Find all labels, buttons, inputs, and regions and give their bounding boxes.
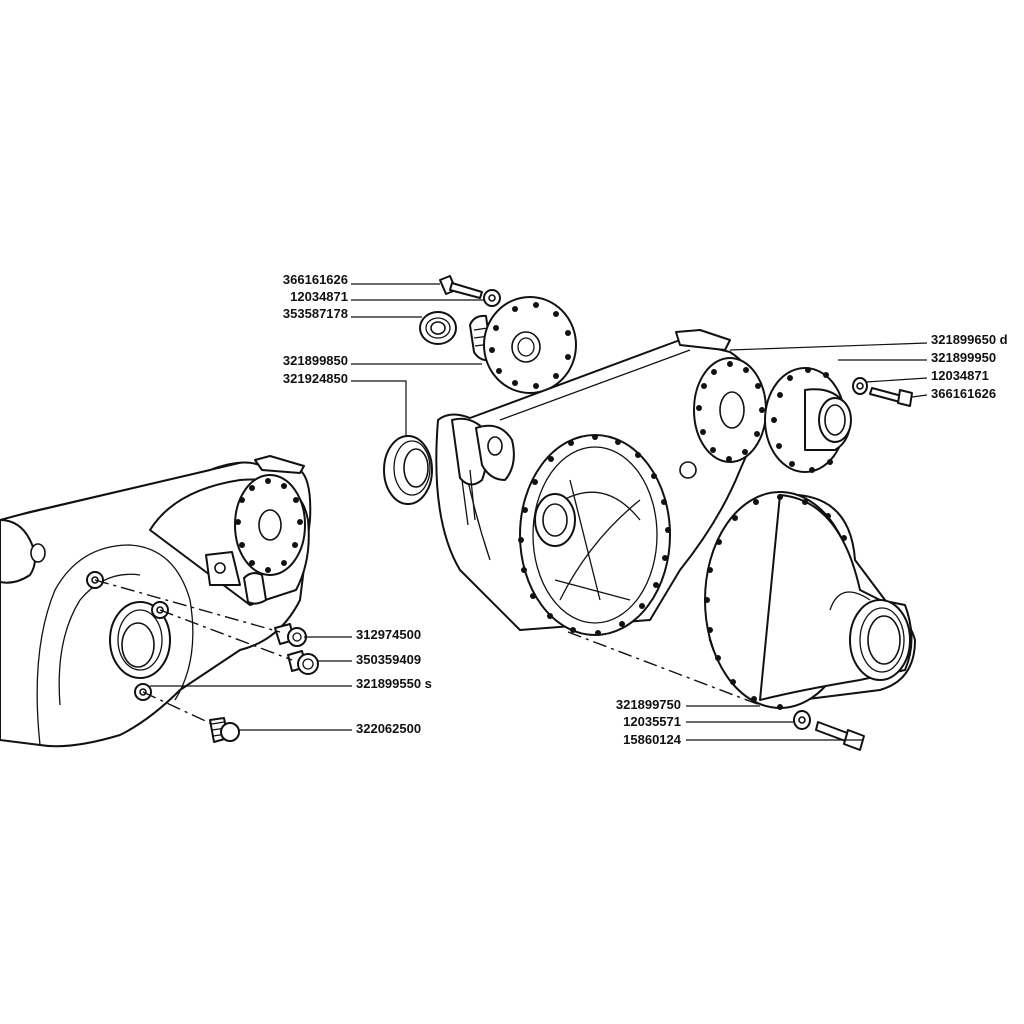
cover-axis-line	[567, 631, 761, 706]
bearing-353587178	[419, 311, 457, 345]
label-321899850: 321899850	[283, 353, 348, 368]
label-366161626-right: 366161626	[931, 386, 996, 401]
label-350359409: 350359409	[356, 652, 421, 667]
part-number-labels: 366161626 12034871 353587178 321899850 3…	[283, 272, 1008, 747]
label-15860124: 15860124	[623, 732, 682, 747]
left-axis-line-2	[159, 609, 293, 661]
flange-hub-321899950	[764, 367, 852, 473]
leader-lines	[150, 283, 928, 741]
label-12034871-right: 12034871	[931, 368, 989, 383]
label-312974500: 312974500	[356, 627, 421, 642]
label-12035571: 12035571	[623, 714, 681, 729]
flange-cover-321899850	[469, 296, 577, 394]
label-322062500: 322062500	[356, 721, 421, 736]
left-housing-bearing-bore	[109, 601, 171, 679]
center-housing-side-flange	[693, 357, 767, 463]
label-321899950: 321899950	[931, 350, 996, 365]
label-321899650: 321899650 d	[931, 332, 1008, 347]
plug-350359409	[287, 650, 319, 675]
plug-322062500	[209, 717, 240, 743]
left-housing-flange	[234, 474, 306, 576]
washer-12035571	[793, 710, 811, 730]
label-321899550: 321899550 s	[356, 676, 432, 691]
label-321899750: 321899750	[616, 697, 681, 712]
label-366161626-top: 366161626	[283, 272, 348, 287]
left-housing-mount-bracket	[205, 551, 267, 605]
label-12034871-top: 12034871	[290, 289, 348, 304]
bolt-366161626-right	[869, 387, 913, 407]
left-axis-line-3	[142, 691, 215, 726]
washer-12034871-top	[483, 289, 501, 307]
left-axis-line-1	[94, 579, 281, 633]
label-353587178: 353587178	[283, 306, 348, 321]
left-housing-port-holes	[86, 571, 169, 701]
bolt-15860124	[815, 721, 865, 751]
bell-housing-cover	[704, 491, 916, 710]
bolt-366161626-top	[439, 275, 483, 299]
label-321924850: 321924850	[283, 371, 348, 386]
seal-ring-321924850	[383, 435, 433, 505]
plug-312974500	[274, 623, 307, 647]
washer-12034871-right	[852, 377, 868, 395]
center-housing-open-face	[518, 434, 671, 636]
